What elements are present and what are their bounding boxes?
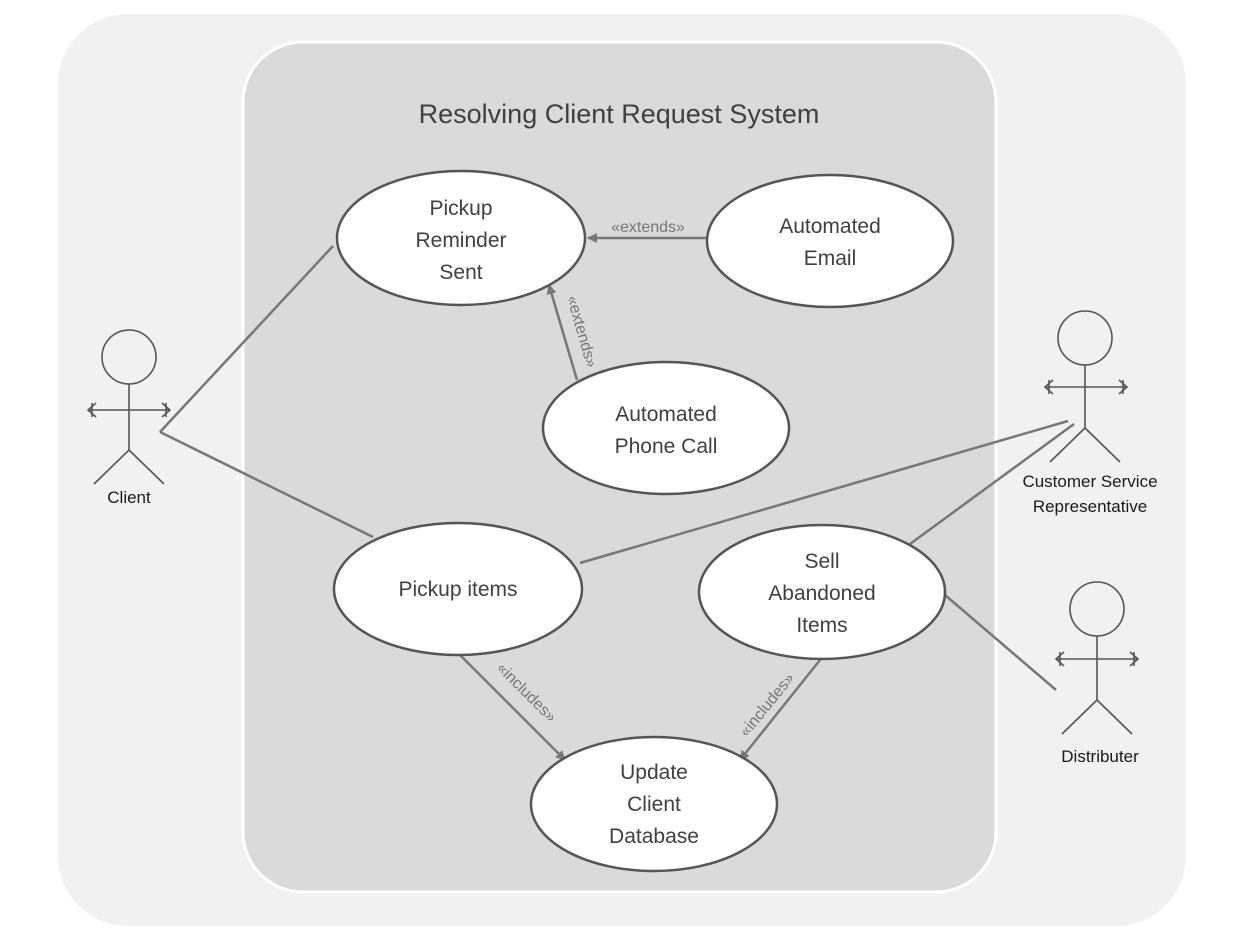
- actor-hand-right: [161, 402, 172, 418]
- actor-hand-left: [1043, 379, 1054, 395]
- usecase-label-line: Pickup: [429, 197, 492, 220]
- usecase-ellipse: [335, 169, 587, 307]
- actor-hand-left: [1054, 651, 1065, 667]
- actor-distributer[interactable]: [1054, 581, 1140, 735]
- actor-leg-left: [1061, 699, 1098, 735]
- actor-hand-left: [86, 402, 97, 418]
- client-pickup-association: [159, 430, 374, 539]
- usecase-label-line: Phone Call: [615, 435, 718, 458]
- actor-leg-right: [1096, 699, 1133, 735]
- usecase-pickup-items[interactable]: Pickup items: [332, 521, 584, 657]
- usecase-label-line: Sell: [804, 550, 839, 573]
- usecase-label-line: Reminder: [415, 229, 506, 252]
- pickup-includes-arrow: [459, 654, 566, 761]
- usecase-label-line: Automated: [615, 403, 717, 426]
- usecase-ellipse: [332, 521, 584, 657]
- distributer-sell-association: [944, 594, 1057, 691]
- email-extends-label: «extends»: [611, 219, 685, 236]
- usecase-ellipse: [541, 360, 791, 496]
- actor-hand-right: [1118, 379, 1129, 395]
- usecase-label-line: Client: [627, 793, 681, 816]
- usecase-label-line: Pickup items: [398, 578, 517, 601]
- usecase-pickup-reminder-sent[interactable]: Pickup Reminder Sent: [335, 169, 587, 307]
- usecase-label-line: Sent: [439, 261, 482, 284]
- csr-pickup-association: [579, 419, 1069, 565]
- usecase-automated-email[interactable]: Automated Email: [705, 173, 955, 309]
- usecase-label-line: Database: [609, 825, 699, 848]
- usecase-label-line: Items: [796, 614, 847, 637]
- usecase-automated-phone-call[interactable]: Automated Phone Call: [541, 360, 791, 496]
- actor-distributer-label: Distributer: [1061, 747, 1139, 766]
- actor-customer-service-representative[interactable]: [1043, 310, 1129, 463]
- actor-leg-left: [93, 449, 130, 485]
- csr-sell-association: [909, 422, 1075, 546]
- client-reminder-association: [159, 245, 334, 433]
- actor-leg-right: [1084, 427, 1121, 463]
- actor-csr-label-line1: Customer Service: [1022, 472, 1157, 491]
- actor-leg-right: [128, 449, 165, 485]
- usecase-label-line: Abandoned: [768, 582, 875, 605]
- actor-hand-right: [1129, 651, 1140, 667]
- sell-includes-arrow: [739, 659, 821, 761]
- usecase-update-client-database[interactable]: Update Client Database: [529, 735, 779, 873]
- actor-csr-label-line2: Representative: [1033, 497, 1147, 516]
- associations: [159, 245, 1075, 691]
- dependencies: [459, 233, 821, 761]
- usecase-label-line: Automated: [779, 215, 881, 238]
- usecase-label-line: Email: [804, 247, 857, 270]
- actor-client-label: Client: [107, 488, 151, 507]
- usecase-ellipse: [697, 523, 947, 661]
- usecase-sell-abandoned-items[interactable]: Sell Abandoned Items: [697, 523, 947, 661]
- usecase-label-line: Update: [620, 761, 688, 784]
- actor-client[interactable]: [86, 329, 172, 485]
- system-title: Resolving Client Request System: [419, 99, 820, 129]
- actor-leg-left: [1049, 427, 1086, 463]
- usecase-ellipse: [529, 735, 779, 873]
- usecase-ellipse: [705, 173, 955, 309]
- phone-extends-arrow: [546, 284, 579, 381]
